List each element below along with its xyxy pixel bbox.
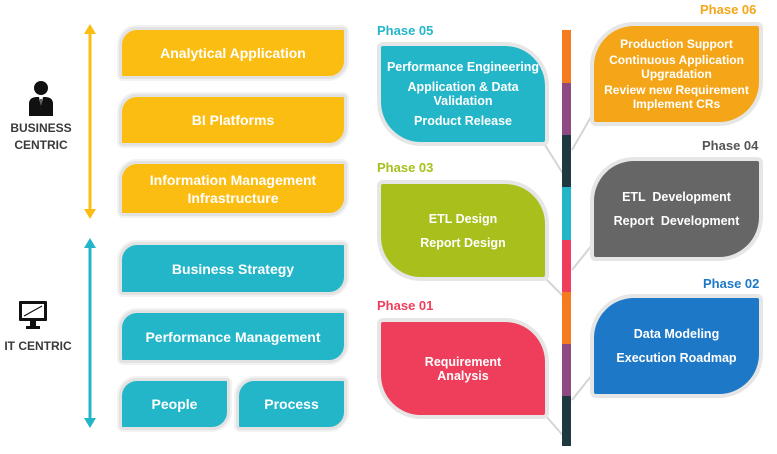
performance-management-box: Performance Management <box>119 310 347 363</box>
box-label: Analytical Application <box>160 45 306 61</box>
phase-05-line: Performance Engineering <box>386 60 540 74</box>
businessman-icon <box>29 81 53 116</box>
timeline-segment <box>562 344 571 396</box>
timeline-segment <box>562 30 571 83</box>
box-label: People <box>151 396 198 412</box>
phase-06-line: Production Support <box>620 37 733 51</box>
business-label-line2: CENTRIC <box>14 138 68 152</box>
box-label: Information Management Infrastructure <box>149 171 317 206</box>
phase-05-line: Product Release <box>414 114 512 128</box>
phase-01-box: Requirement Analysis <box>377 318 549 419</box>
box-label: Business Strategy <box>171 260 295 277</box>
phase-04-line: ETL Development <box>622 190 731 204</box>
timeline-segment <box>562 83 571 135</box>
box-label: BI Platforms <box>191 112 275 128</box>
phase-04-title: Phase 04 <box>702 138 759 153</box>
phase-05-line: Application & Data Validation <box>407 80 519 108</box>
business-label-line1: BUSINESS <box>10 121 72 135</box>
it-arrow <box>84 238 96 428</box>
phase-04-line: Report Development <box>613 214 740 228</box>
box-label: Process <box>264 396 319 412</box>
phase-06-title: Phase 06 <box>700 2 757 17</box>
phase-03-line: Report Design <box>420 235 506 250</box>
timeline-segment <box>562 292 571 344</box>
business-centric-label: BUSINESS CENTRIC <box>4 120 78 154</box>
phase-01-title: Phase 01 <box>377 298 434 313</box>
computer-monitor-icon <box>19 301 47 329</box>
analytical-application-box: Analytical Application <box>119 27 347 79</box>
phase-02-box: Data Modeling Execution Roadmap <box>590 294 763 398</box>
phase-06-line: Review new Requirement Implement CRs <box>604 83 749 111</box>
box-label: Performance Management <box>145 328 321 345</box>
business-arrow <box>84 24 96 219</box>
information-management-box: Information Management Infrastructure <box>119 161 347 216</box>
business-strategy-box: Business Strategy <box>119 242 347 295</box>
phase-01-line: Requirement Analysis <box>424 354 502 383</box>
phase-02-line: Execution Roadmap <box>616 351 737 365</box>
phase-05-box: Performance Engineering Application & Da… <box>377 42 549 146</box>
phase-03-line: ETL Design <box>428 211 498 226</box>
timeline-segment <box>562 240 571 292</box>
it-centric-label: IT CENTRIC <box>4 339 72 353</box>
process-box: Process <box>236 378 347 430</box>
phase-05-title: Phase 05 <box>377 23 434 38</box>
phase-04-box: ETL Development Report Development <box>590 157 763 261</box>
phase-03-box: ETL Design Report Design <box>377 180 549 281</box>
phase-06-line: Continuous Application Upgradation <box>609 53 744 81</box>
phase-03-title: Phase 03 <box>377 160 434 175</box>
phase-02-title: Phase 02 <box>703 276 760 291</box>
bi-platforms-box: BI Platforms <box>119 94 347 146</box>
timeline-segment <box>562 396 571 446</box>
phase-02-line: Data Modeling <box>633 327 720 341</box>
phase-06-box: Production Support Continuous Applicatio… <box>590 22 763 126</box>
timeline-segment <box>562 187 571 240</box>
people-box: People <box>119 378 230 430</box>
timeline-segment <box>562 135 571 187</box>
